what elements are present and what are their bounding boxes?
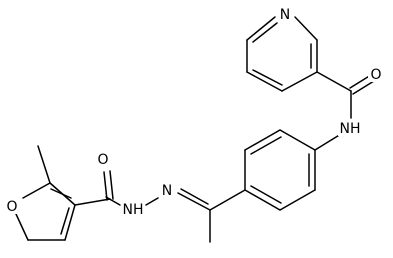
bond	[252, 69, 283, 86]
bond	[281, 71, 318, 92]
atom-o-amide-furan: O	[95, 151, 111, 168]
bond	[145, 197, 159, 206]
atom-n-hydrazone: N	[160, 182, 174, 199]
bond	[294, 16, 318, 41]
bond	[252, 22, 278, 43]
atom-o-furan: O	[4, 198, 20, 215]
atom-label: O	[97, 152, 108, 168]
bond	[64, 204, 76, 241]
bond	[37, 145, 51, 184]
atom-label: NH	[340, 121, 361, 137]
atom-label: O	[6, 199, 17, 215]
bond	[50, 188, 72, 199]
bond	[316, 71, 352, 92]
bond	[349, 74, 372, 89]
bond	[103, 171, 108, 201]
bond	[15, 213, 29, 241]
bond	[109, 170, 114, 200]
atom-labels: N O NH O NH N O	[4, 6, 384, 218]
atom-n-pyridine: N	[278, 6, 292, 23]
bonds	[15, 16, 375, 243]
bond	[279, 189, 316, 211]
bond	[60, 207, 70, 235]
bond	[244, 129, 281, 151]
bond	[250, 136, 282, 155]
bond	[74, 198, 111, 206]
bond	[352, 80, 375, 95]
bond	[180, 188, 209, 205]
atom-label: NH	[123, 202, 144, 218]
bond	[314, 133, 342, 151]
bond	[250, 185, 282, 204]
atom-o-amide-pyridine: O	[368, 66, 384, 83]
bond	[105, 196, 121, 206]
atom-nh-hydrazide: NH	[121, 201, 145, 218]
bond	[244, 189, 281, 211]
bond	[246, 71, 283, 92]
atom-nh-anilide: NH	[338, 120, 362, 137]
bond	[177, 192, 211, 211]
bond	[209, 189, 246, 211]
bond	[246, 16, 276, 41]
atom-label: O	[370, 67, 381, 83]
atom-label: N	[162, 183, 172, 199]
bond	[279, 129, 316, 151]
bond	[22, 182, 51, 199]
atom-label: N	[280, 7, 290, 23]
